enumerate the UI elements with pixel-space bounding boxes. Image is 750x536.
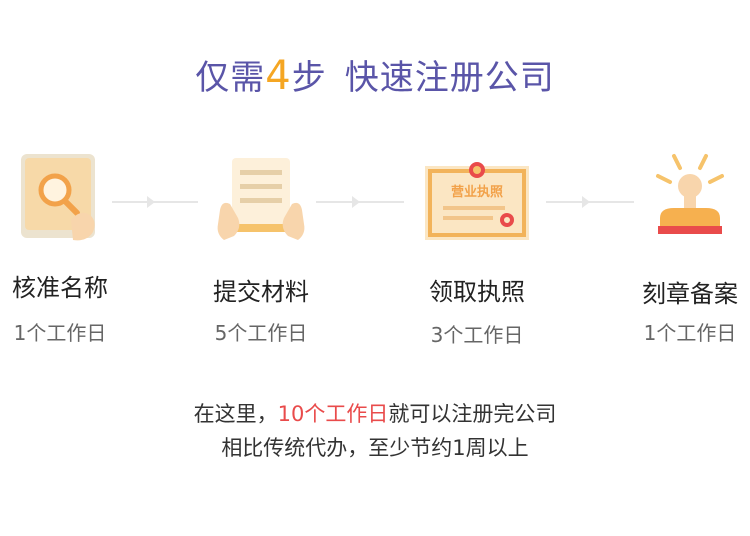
- step-1: 核准名称 1个工作日: [0, 150, 135, 350]
- magnifier-document-icon: [15, 150, 105, 250]
- step-3: 营业执照 领取执照 3个工作日: [402, 150, 552, 350]
- license-title: 营业执照: [451, 184, 503, 200]
- title-rest: 快速注册公司: [344, 58, 555, 98]
- summary-highlight: 10个工作日: [277, 402, 389, 426]
- submit-document-icon: [214, 154, 308, 254]
- step-arrow: [112, 196, 198, 208]
- step-label: 领取执照: [429, 278, 525, 306]
- title-prefix: 仅需: [195, 58, 266, 98]
- business-license-icon: 营业执照: [421, 158, 533, 248]
- step-label: 刻章备案: [642, 280, 738, 308]
- step-duration: 1个工作日: [643, 321, 737, 345]
- step-duration: 1个工作日: [13, 321, 107, 345]
- summary-prefix: 在这里，: [193, 402, 278, 426]
- step-duration: 5个工作日: [214, 321, 308, 345]
- summary-line-1: 在这里，10个工作日就可以注册完公司: [0, 398, 750, 428]
- step-arrow: [316, 196, 404, 208]
- step-2: 提交材料 5个工作日: [186, 150, 336, 350]
- page-title: 仅需4步快速注册公司: [0, 50, 750, 99]
- title-suffix: 步: [291, 58, 327, 98]
- step-label: 核准名称: [12, 274, 108, 302]
- step-4: 刻章备案 1个工作日: [615, 150, 750, 350]
- summary-line-2: 相比传统代办，至少节约1周以上: [221, 436, 529, 460]
- step-label: 提交材料: [213, 278, 309, 306]
- title-step-count: 4: [265, 53, 292, 99]
- step-arrow: [546, 196, 634, 208]
- step-duration: 3个工作日: [430, 323, 524, 347]
- summary-suffix: 就可以注册完公司: [388, 402, 557, 426]
- seal-stamp-icon: [644, 152, 736, 248]
